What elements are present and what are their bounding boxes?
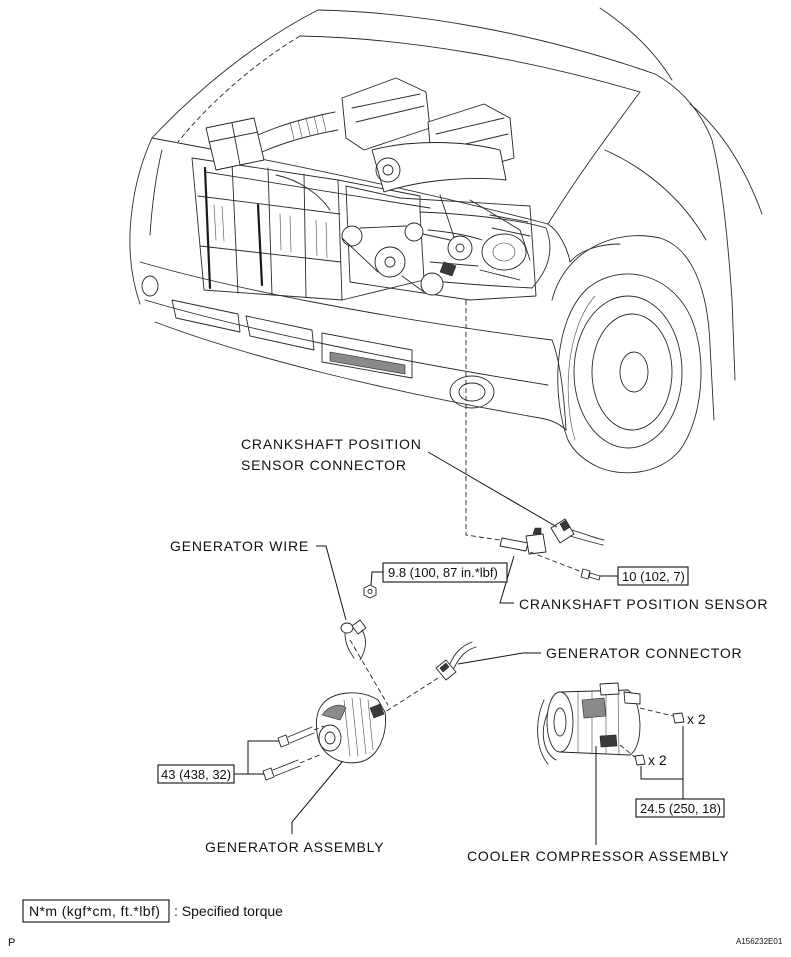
generator-pulley [318, 724, 342, 752]
front-bumper [139, 261, 567, 431]
torque-box-generator-wire-nut: 9.8 (100, 87 in.*lbf) [382, 562, 508, 583]
generator-bolt-upper [277, 734, 290, 748]
truck-body [129, 7, 763, 381]
torque-legend: N*m (kgf*cm, ft.*lbf) : Specified torque [22, 899, 283, 923]
legend-torque-unit: N*m (kgf*cm, ft.*lbf) [29, 903, 160, 919]
fog-light [449, 375, 495, 409]
engine [205, 77, 537, 301]
generator-wire-terminal [340, 622, 354, 634]
label-generator-connector: GENERATOR CONNECTOR [546, 645, 742, 661]
label-cooler-compressor-assembly: COOLER COMPRESSOR ASSEMBLY [467, 848, 730, 864]
bolt-count-compressor-upper: x 2 [687, 711, 706, 727]
cooler-compressor-group [537, 682, 685, 845]
label-generator-assembly: GENERATOR ASSEMBLY [205, 839, 384, 855]
compressor-clutch [546, 691, 574, 753]
torque-value-compressor-bolts: 24.5 (250, 18) [640, 801, 721, 816]
torque-box-generator-bolts: 43 (438, 32) [157, 764, 235, 784]
torque-value-generator-bolts: 43 (438, 32) [161, 767, 231, 782]
cooler-compressor-assembly [559, 689, 641, 756]
illustration-code: A156232E01 [736, 937, 783, 946]
bolt-count-compressor-lower: x 2 [648, 752, 667, 768]
compressor-bolt-lower [634, 754, 646, 766]
compressor-bolt-upper [672, 712, 685, 724]
torque-box-crankshaft-sensor-bolt: 10 (102, 7) [617, 566, 689, 586]
label-crankshaft-position-sensor: CRANKSHAFT POSITION SENSOR [519, 596, 768, 612]
label-crankshaft-sensor-connector-line2: SENSOR CONNECTOR [241, 457, 407, 473]
label-generator-wire: GENERATOR WIRE [170, 538, 309, 554]
generator-connector-group [381, 641, 541, 715]
torque-value-crankshaft-sensor-bolt: 10 (102, 7) [622, 569, 685, 584]
generator-connector [435, 659, 457, 681]
grille [191, 157, 431, 301]
generator-bolt-lower [262, 767, 275, 781]
crankshaft-position-sensor [499, 537, 529, 552]
generator-wire-nut [363, 584, 377, 599]
generator-wire-group [316, 545, 389, 706]
headlight [419, 211, 551, 289]
crankshaft-position-sensor-group [427, 300, 618, 604]
legend-torque-meaning: : Specified torque [174, 903, 283, 919]
front-wheel [547, 223, 715, 474]
generator-assembly-group [234, 692, 386, 834]
page-marker: P [8, 937, 15, 949]
torque-box-compressor-bolts: 24.5 (250, 18) [635, 798, 725, 818]
sensor-bolt [580, 568, 591, 580]
torque-value-generator-wire-nut: 9.8 (100, 87 in.*lbf) [388, 565, 498, 580]
label-crankshaft-sensor-connector-line1: CRANKSHAFT POSITION [241, 436, 422, 452]
